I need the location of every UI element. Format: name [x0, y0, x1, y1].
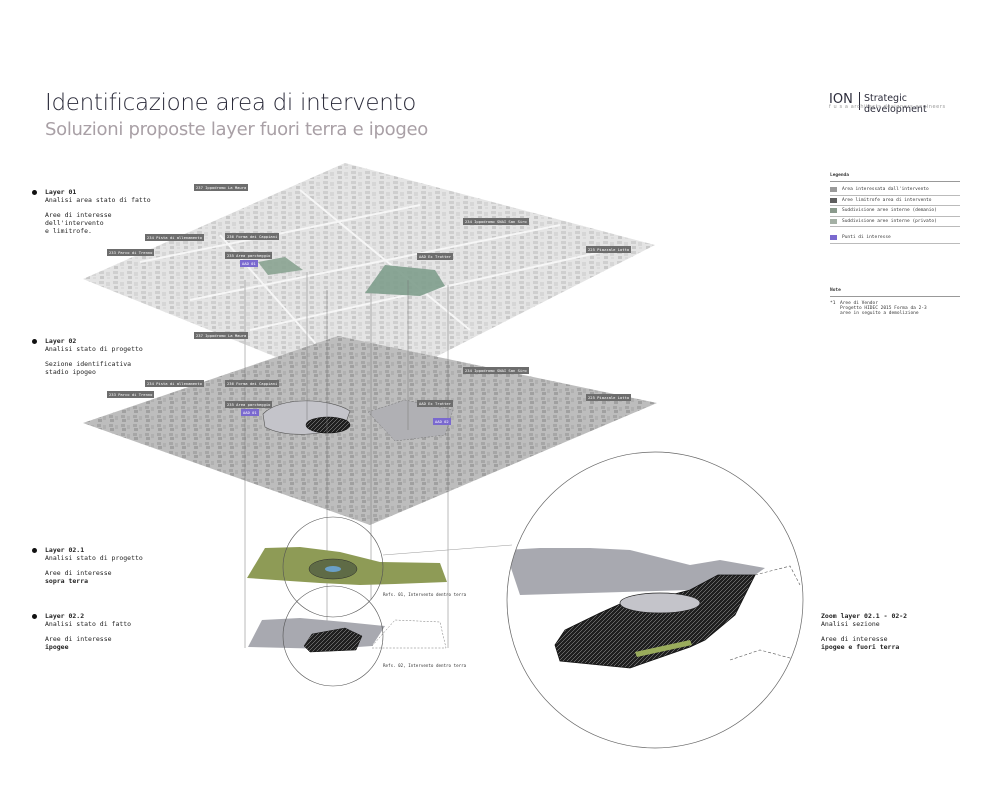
layer-name: Layer 02: [45, 337, 77, 345]
layer-name: Layer 01: [45, 188, 77, 196]
legend-item: Aree limitrofe area di intervento: [830, 196, 960, 206]
layer-line: e limitrofe.: [45, 227, 92, 235]
callout-tag: 234 Ippodromo SNAI San Siro: [463, 218, 529, 225]
layer02-stadium: [305, 416, 351, 434]
callout-tag: AAD 02: [433, 418, 451, 425]
legend-swatch: [830, 235, 837, 241]
zoom-bowl: [619, 592, 701, 614]
layer-line: Aree di interesse: [45, 569, 112, 577]
callout-tag: 235 Area parcheggio: [225, 252, 273, 259]
zoom-name: Zoom layer 02.1 - 02-2: [821, 612, 908, 620]
layer02-1-pitch: [325, 566, 341, 572]
callout-tag: AAD Ex Trotter: [417, 253, 454, 260]
page-title: Identificazione area di intervento: [45, 90, 417, 116]
layer02-trotter-area: [367, 399, 454, 442]
logo-tagline: Strategic development: [864, 93, 927, 115]
callout-tag: 225 Piazzale Lotto: [586, 394, 632, 401]
layer-bullet: [32, 614, 37, 619]
layer01-area-demanio: [258, 257, 303, 275]
layer-line: Analisi stato di progetto: [45, 554, 143, 562]
callout-tag: 233 Parco di Trenno: [107, 249, 155, 256]
company-logo: ION Strategic development f u s a archit…: [829, 92, 969, 122]
caption-refs-02: Refs. 02, Intervento dentro terra: [383, 663, 467, 668]
note-item: *1 Aree di Vendor Progetto HIDEC 2015 Fo…: [830, 301, 960, 316]
zoom-ground-slab: [507, 548, 765, 595]
legend-label: Suddivisione aree interne (privato): [842, 218, 937, 224]
layer-line: stadio ipogeo: [45, 368, 96, 376]
legend-item: Punti di interesse: [830, 233, 960, 244]
projection-lines: [244, 272, 449, 650]
callout-tag: 235 Area parcheggio: [225, 401, 273, 408]
callout-tag: 225 Piazzale Lotto: [586, 246, 632, 253]
note-number: *1: [830, 300, 836, 306]
legend-swatch: [830, 187, 837, 193]
callout-tag: AAD 01: [240, 260, 258, 267]
layer-line: Aree di interesse: [45, 635, 112, 643]
callout-tag: AAD 01: [241, 409, 259, 416]
zoom-section: [507, 548, 803, 669]
callout-tag: 237 Ippodromo La Maura: [194, 184, 249, 191]
legend-label: Punti di interesse: [842, 235, 891, 241]
zoom-connector: [382, 544, 513, 556]
logo-mark: ION: [829, 92, 853, 107]
callout-tag: 233 Parco di Trenno: [107, 391, 155, 398]
zoom-line: Analisi sezione: [821, 620, 880, 628]
layer-name: Layer 02.2: [45, 612, 85, 620]
zoom-ring-02-2: [282, 585, 384, 687]
note-line: Aree di Vendor: [840, 300, 878, 306]
layer-label-02-2: Layer 02.2 Analisi stato di fatto Aree d…: [32, 612, 132, 651]
note-line: aree in seguito a demolizione: [840, 310, 919, 316]
callout-tag: 237 Ippodromo La Maura: [194, 332, 249, 339]
logo-subtitle: f u s a architects designers engineers: [829, 104, 946, 110]
callout-tag: 234 Pista di allenamento: [145, 380, 204, 387]
logo-divider: [859, 92, 860, 110]
layer-line: sopra terra: [45, 577, 89, 585]
layer02-2-dashed-outline: [371, 619, 447, 649]
legend-swatch: [830, 208, 837, 214]
legend-label: Area interessata dall'intervento: [842, 187, 929, 193]
zoom-label: Zoom layer 02.1 - 02-2 Analisi sezione A…: [821, 612, 907, 651]
layer-line: Aree di interesse: [45, 211, 112, 219]
zoom-pitch: [635, 640, 692, 657]
legend-label: Aree limitrofe area di intervento: [842, 197, 932, 203]
callout-tag: 236 Forma dei Cappiani: [225, 233, 280, 240]
legend: Legenda Area interessata dall'intervento…: [830, 173, 960, 316]
layer02-2-stadium: [303, 627, 363, 653]
legend-swatch: [830, 197, 837, 203]
legend-item: Suddivisione aree interne (privato): [830, 217, 960, 227]
layer-bullet: [32, 339, 37, 344]
callout-tag: 234 Pista di allenamento: [145, 234, 204, 241]
callout-tag: AAD Ex Trotter: [417, 400, 454, 407]
layer-line: dell'intervento: [45, 219, 104, 227]
note-line: Progetto HIDEC 2015 Forma da 2-3: [840, 305, 927, 311]
legend-item: Area interessata dall'intervento: [830, 185, 960, 196]
layer02-map: [83, 336, 657, 525]
page-subtitle: Soluzioni proposte layer fuori terra e i…: [45, 119, 428, 140]
layer-line: Analisi stato di progetto: [45, 345, 143, 353]
layer-bullet: [32, 190, 37, 195]
layer-line: ipogee: [45, 643, 69, 651]
layer01-area-privato: [365, 265, 445, 296]
layer-bullet: [32, 548, 37, 553]
legend-swatch: [830, 218, 837, 224]
layer-label-01: Layer 01 Analisi area stato di fatto Are…: [32, 188, 151, 235]
notes-title: Note: [830, 288, 960, 297]
legend-label: Suddivisione aree interne (demanio): [842, 208, 937, 214]
zoom-line: ipogee e fuori terra: [821, 643, 900, 651]
zoom-circle-frame: [506, 451, 804, 749]
layer-line: Analisi stato di fatto: [45, 620, 132, 628]
callout-tag: 234 Ippodromo SNAI San Siro: [463, 367, 529, 374]
zoom-ring-02-1: [282, 516, 384, 618]
zoom-line: Aree di interesse: [821, 635, 888, 643]
layer-line: Analisi area stato di fatto: [45, 196, 151, 204]
layer-label-02-1: Layer 02.1 Analisi stato di progetto Are…: [32, 546, 143, 585]
caption-refs-01: Refs. 01, Intervento dentro terra: [383, 592, 467, 597]
callout-tag: 236 Forma dei Cappiani: [225, 380, 280, 387]
layer-line: Sezione identificativa: [45, 360, 132, 368]
layer-label-02: Layer 02 Analisi stato di progetto Sezio…: [32, 337, 143, 376]
legend-item: Suddivisione aree interne (demanio): [830, 206, 960, 217]
legend-title: Legenda: [830, 173, 960, 182]
layer-name: Layer 02.1: [45, 546, 85, 554]
